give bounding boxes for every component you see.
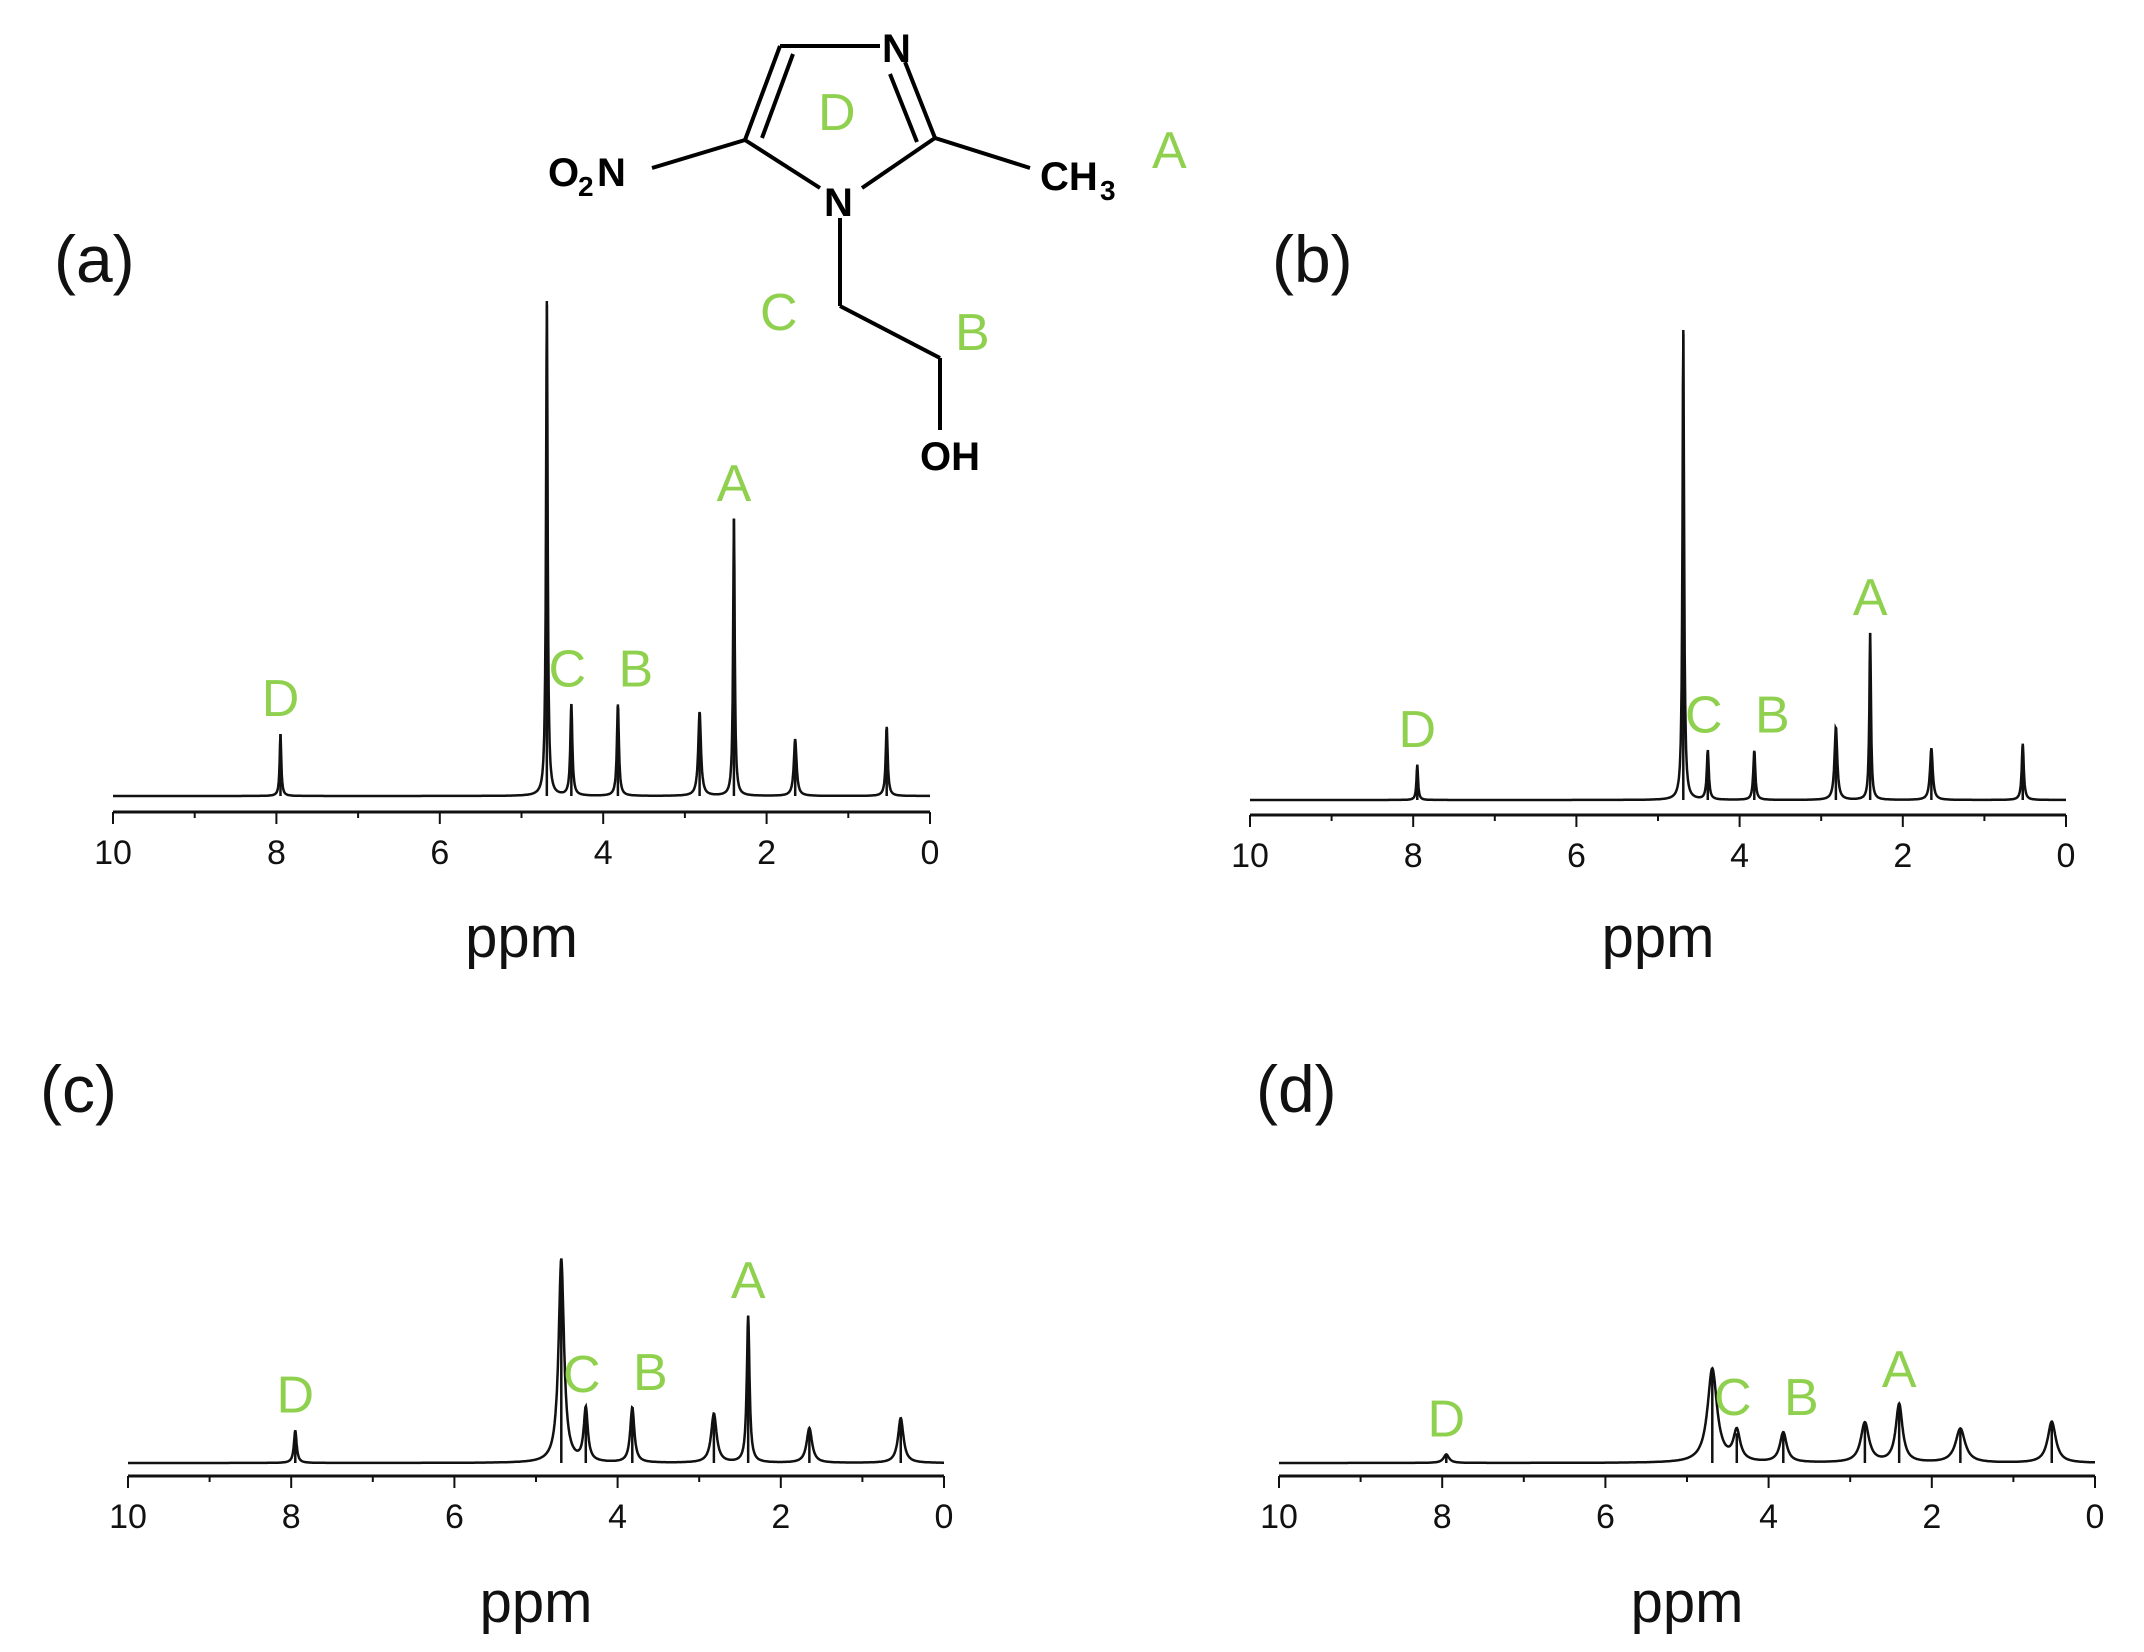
- peak-label-a: A: [1882, 1341, 1917, 1399]
- peak-label-c: C: [1714, 1369, 1752, 1427]
- peak-label-a: A: [1853, 569, 1888, 627]
- atom-ch3-c: CH: [1040, 155, 1098, 199]
- peak-label-d: D: [262, 670, 300, 728]
- structure-label-d: D: [818, 84, 856, 142]
- x-tick-label: 4: [1759, 1498, 1778, 1536]
- peak-label-c: C: [563, 1346, 601, 1404]
- x-axis-title: ppm: [465, 905, 578, 970]
- panel-label-b: (b): [1272, 222, 1353, 296]
- x-tick-label: 10: [109, 1498, 147, 1536]
- peak-label-b: B: [619, 640, 654, 698]
- panel-label-c: (c): [40, 1052, 117, 1126]
- atom-no2-subscript: 2: [578, 171, 594, 202]
- bond-ring-c5-c4-double: [760, 53, 795, 139]
- panel-label-a: (a): [54, 222, 135, 296]
- spectrum-line: [113, 304, 930, 798]
- molecule-labels: D A C B: [760, 84, 1187, 362]
- atom-ch3-subscript: 3: [1100, 175, 1116, 206]
- peak-label-a: A: [717, 455, 752, 513]
- spectrum-line: [128, 1258, 944, 1465]
- x-tick-label: 6: [1567, 837, 1586, 875]
- peak-label-b: B: [633, 1344, 668, 1402]
- bond-c5-no2: [651, 138, 746, 170]
- spectrum-line: [1279, 1366, 2095, 1465]
- peak-label-d: D: [1427, 1390, 1465, 1448]
- molecule-atoms: N N O 2 N CH 3 OH: [548, 27, 1116, 479]
- bond-ring-c5-c4: [743, 45, 782, 141]
- atom-oh: OH: [920, 435, 980, 479]
- atom-n1: N: [824, 181, 853, 225]
- x-tick-label: 0: [2057, 837, 2076, 875]
- peak-label-b: B: [1755, 687, 1790, 745]
- x-tick-label: 2: [757, 834, 776, 872]
- x-tick-label: 8: [1433, 1498, 1452, 1536]
- spectrum-line: [1250, 333, 2066, 802]
- bond-ring-n1-c5: [743, 138, 822, 190]
- x-tick-label: 2: [1893, 837, 1912, 875]
- x-tick-label: 6: [430, 834, 449, 872]
- x-tick-label: 10: [94, 834, 132, 872]
- panel-label-d: (d): [1256, 1052, 1337, 1126]
- atom-no2-n: N: [597, 151, 626, 195]
- structure-label-c: C: [760, 284, 798, 342]
- x-tick-label: 4: [608, 1498, 627, 1536]
- x-tick-label: 0: [935, 1498, 954, 1536]
- x-tick-label: 2: [771, 1498, 790, 1536]
- peak-label-d: D: [276, 1366, 314, 1424]
- peak-label-d: D: [1398, 701, 1436, 759]
- structure-label-b: B: [955, 304, 990, 362]
- peak-label-c: C: [1685, 687, 1723, 745]
- x-tick-label: 0: [921, 834, 940, 872]
- peak-label-a: A: [731, 1252, 766, 1310]
- x-tick-label: 6: [1596, 1498, 1615, 1536]
- x-tick-label: 4: [1730, 837, 1749, 875]
- peak-label-c: C: [549, 640, 587, 698]
- atom-n3: N: [882, 27, 911, 71]
- x-tick-label: 8: [1404, 837, 1423, 875]
- bond-c2-ch3: [934, 136, 1031, 170]
- x-tick-label: 4: [594, 834, 613, 872]
- x-axis-title: ppm: [1602, 905, 1715, 970]
- x-tick-label: 8: [267, 834, 286, 872]
- bond-c-c: [839, 304, 941, 360]
- bond-ring-n3-c2: [903, 61, 937, 139]
- x-tick-label: 0: [2086, 1498, 2105, 1536]
- x-axis-title: ppm: [1631, 1570, 1744, 1635]
- x-tick-label: 8: [282, 1498, 301, 1536]
- atom-no2-o: O: [548, 151, 579, 195]
- x-axis-title: ppm: [480, 1570, 593, 1635]
- bond-ring-c2-n1: [860, 136, 937, 190]
- x-tick-label: 2: [1922, 1498, 1941, 1536]
- structure-label-a: A: [1152, 122, 1187, 180]
- peak-label-b: B: [1784, 1369, 1819, 1427]
- x-tick-label: 10: [1231, 837, 1269, 875]
- molecule-structure: [651, 44, 1031, 430]
- bond-ring-n3-c2-double: [888, 73, 919, 143]
- x-tick-label: 6: [445, 1498, 464, 1536]
- x-tick-label: 10: [1260, 1498, 1298, 1536]
